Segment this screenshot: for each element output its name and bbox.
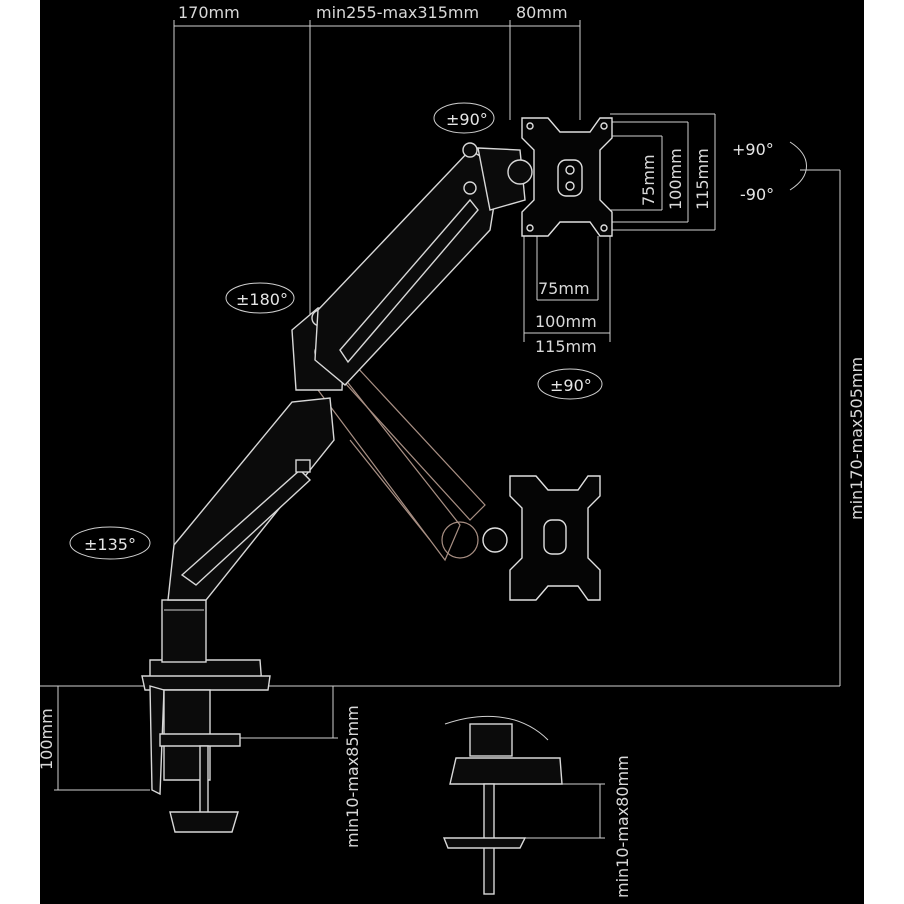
dim-vesa-v-115mm: 115mm xyxy=(693,148,712,210)
rot-portrait-minus: -90° xyxy=(740,185,774,204)
dim-255-315mm: min255-max315mm xyxy=(316,3,479,22)
rot-portrait-plus: +90° xyxy=(732,140,774,159)
rot-elbow: ±180° xyxy=(236,290,288,309)
grommet-mount xyxy=(442,715,563,895)
pole xyxy=(161,599,207,663)
dim-vesa-h-75mm: 75mm xyxy=(538,279,590,298)
dim-clamp-height: 100mm xyxy=(37,708,56,770)
dim-vesa-h-100mm: 100mm xyxy=(535,312,597,331)
vesa-plate-top xyxy=(521,117,613,237)
dim-clamp-range: min10-max85mm xyxy=(343,705,362,848)
dim-80mm: 80mm xyxy=(516,3,568,22)
dim-grommet-range: min10-max80mm xyxy=(613,755,632,898)
head-joint xyxy=(477,147,533,211)
lower-arm xyxy=(167,397,335,601)
rotation-indicators xyxy=(69,102,807,560)
dim-vesa-v-75mm: 75mm xyxy=(639,154,658,206)
desk-clamp xyxy=(141,659,271,833)
vesa-plate-lower xyxy=(482,475,601,601)
rot-base: ±135° xyxy=(84,535,136,554)
dim-170mm: 170mm xyxy=(178,3,240,22)
rot-head-tilt: ±90° xyxy=(446,110,488,129)
dim-height-range: min170-max505mm xyxy=(847,357,866,520)
dim-vesa-h-115mm: 115mm xyxy=(535,337,597,356)
upper-arm xyxy=(314,142,501,386)
dim-vesa-v-100mm: 100mm xyxy=(666,148,685,210)
rot-swivel-head: ±90° xyxy=(550,376,592,395)
dimension-lines xyxy=(40,20,841,839)
